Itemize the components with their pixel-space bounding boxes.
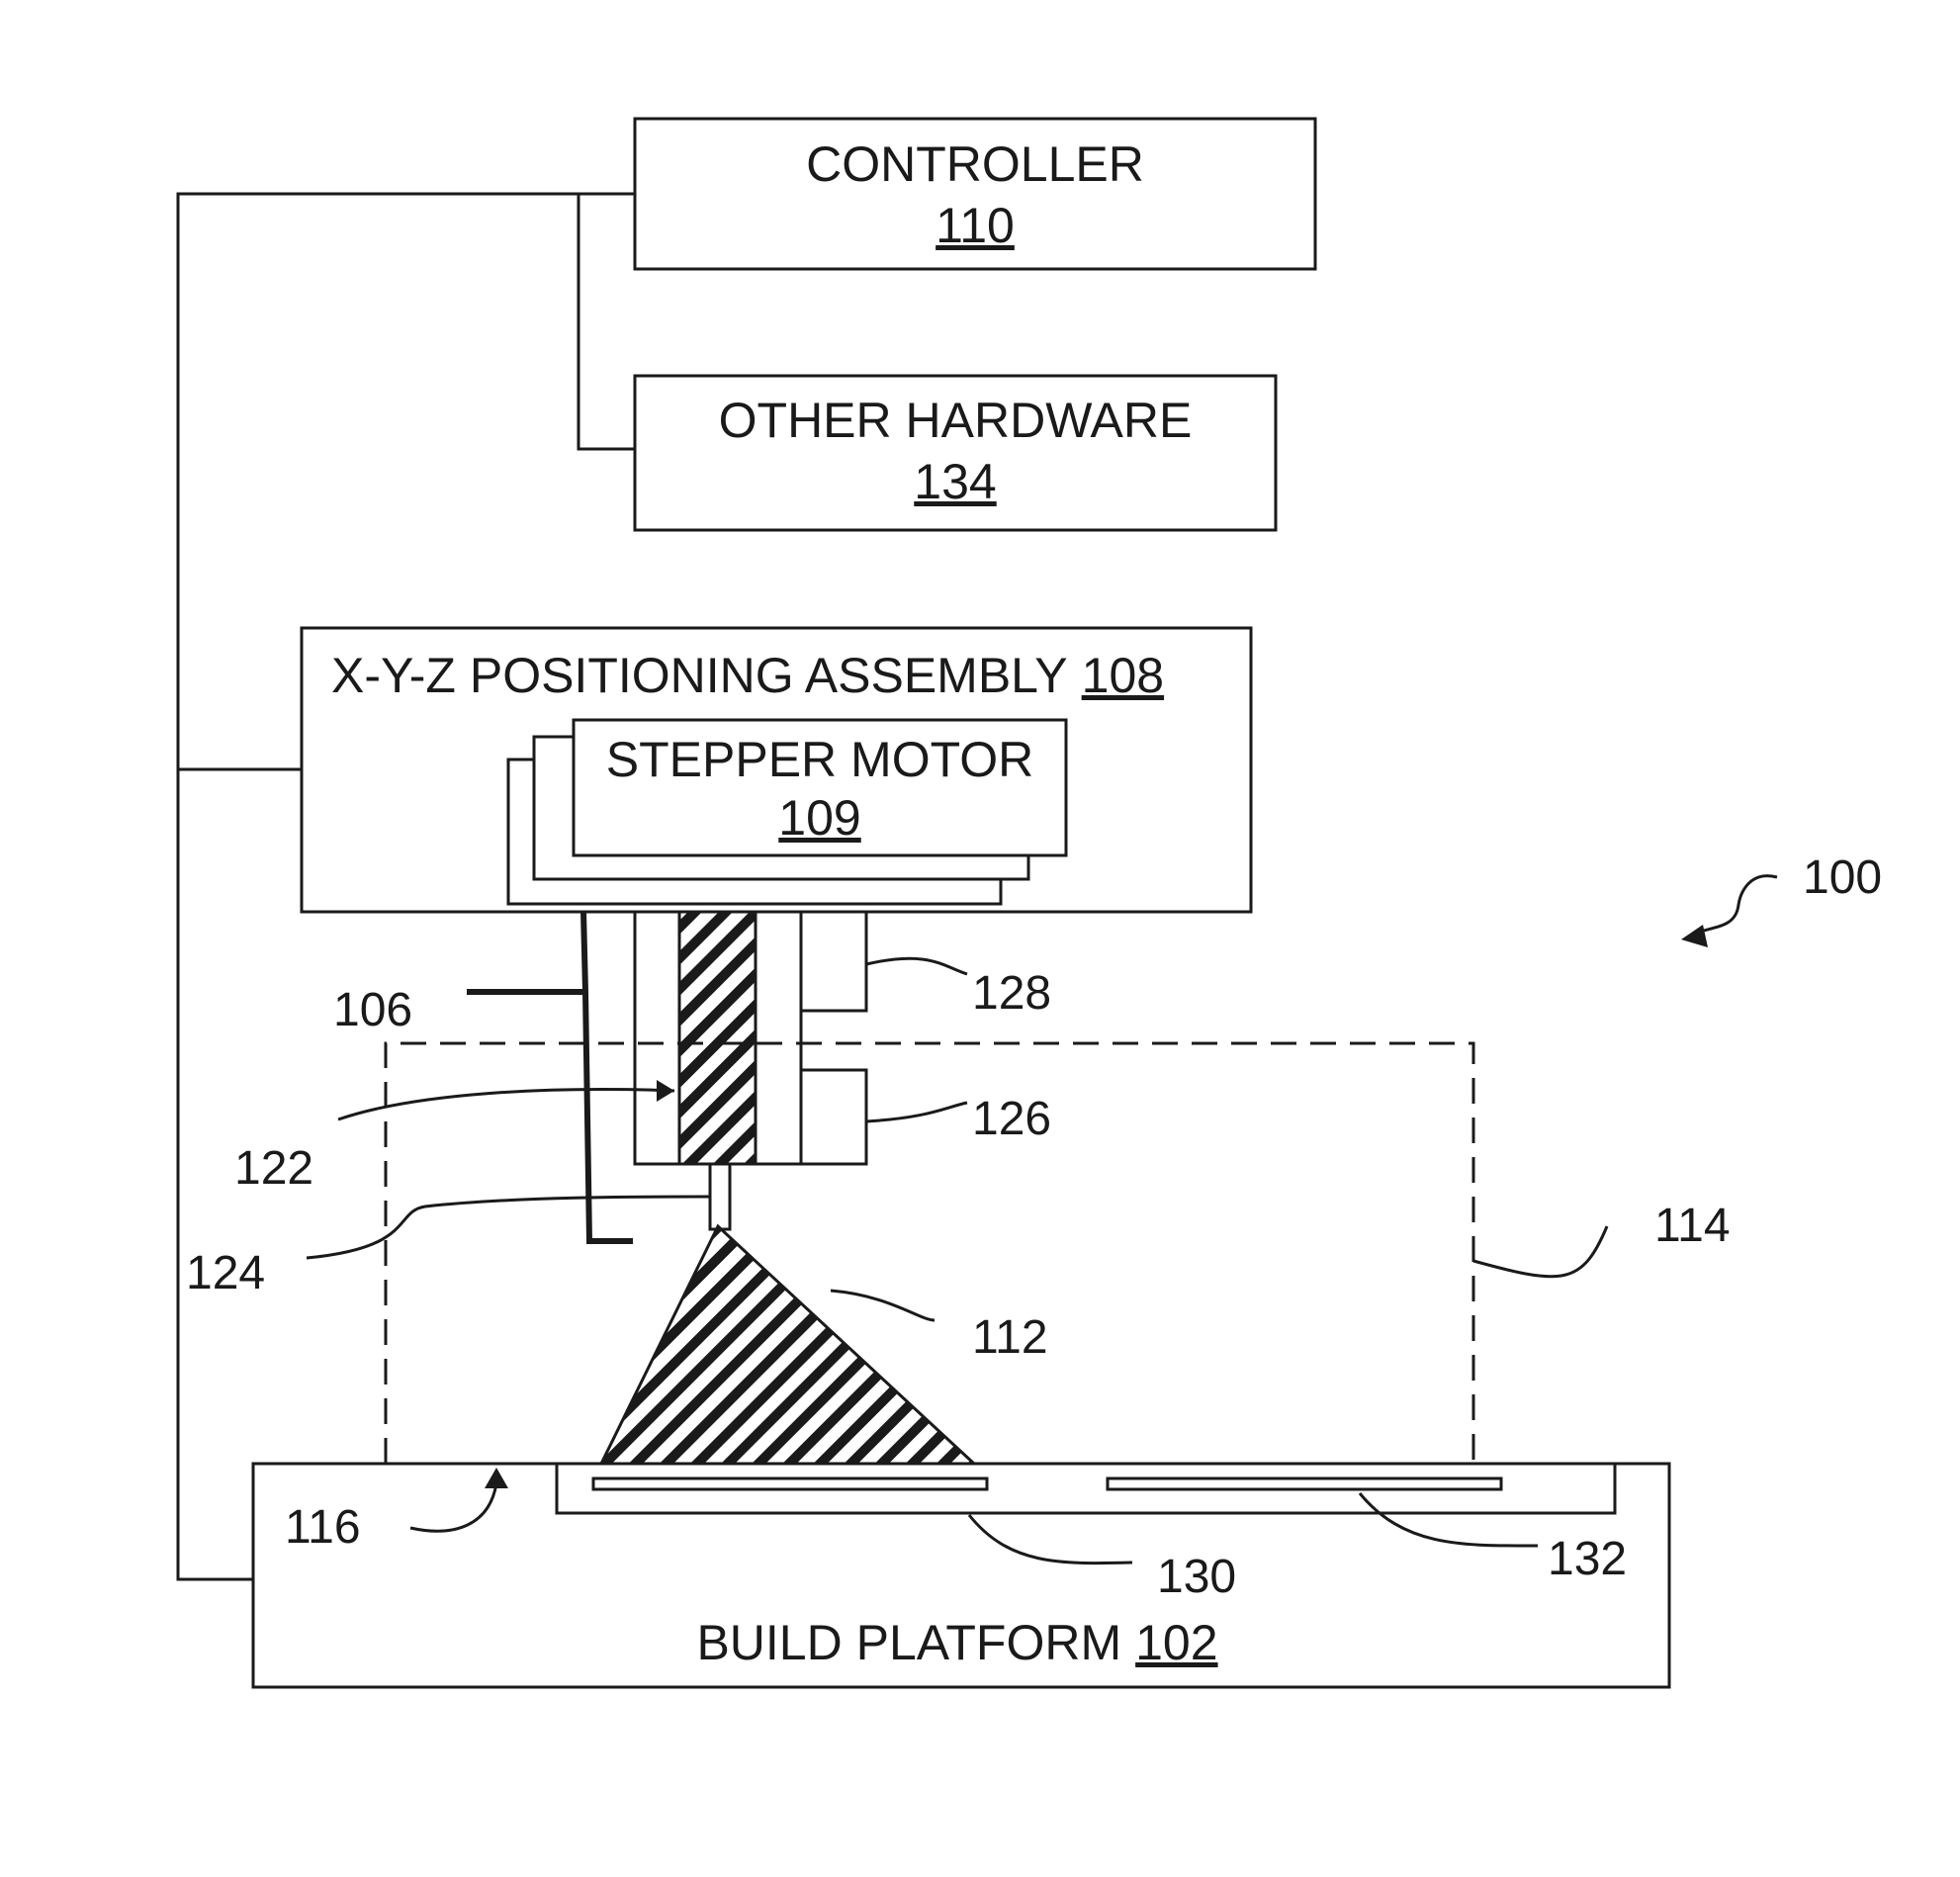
right-plate xyxy=(1108,1478,1501,1489)
other-hardware-ref: 134 xyxy=(914,454,996,509)
build-platform-title: BUILD PLATFORM 102 xyxy=(696,1615,1217,1670)
stepper-motor-label: STEPPER MOTOR xyxy=(606,732,1033,787)
ref-132: 132 xyxy=(1548,1533,1627,1585)
stepper-motor-ref: 109 xyxy=(778,790,860,846)
ref-112: 112 xyxy=(972,1311,1048,1364)
build-volume-boundary xyxy=(386,1043,1473,1464)
controller-block: CONTROLLER 110 xyxy=(635,119,1315,269)
print-head xyxy=(635,912,866,1229)
ref-126: 126 xyxy=(972,1093,1051,1145)
ref-124: 124 xyxy=(186,1247,265,1299)
ref-106: 106 xyxy=(333,984,412,1036)
bracket xyxy=(583,912,633,1241)
ref-114: 114 xyxy=(1654,1200,1731,1252)
ref-130: 130 xyxy=(1157,1551,1236,1603)
feedstock-filament xyxy=(679,912,756,1164)
build-platform-block: BUILD PLATFORM 102 xyxy=(253,1464,1669,1687)
ref-128: 128 xyxy=(972,967,1051,1020)
ref-100: 100 xyxy=(1803,851,1882,904)
controller-label: CONTROLLER xyxy=(806,136,1144,192)
build-platform-label: BUILD PLATFORM xyxy=(696,1615,1121,1670)
left-plate xyxy=(593,1478,987,1489)
positioning-assembly-label: X-Y-Z POSITIONING ASSEMBLY xyxy=(331,648,1068,703)
stepper-motor-stack: STEPPER MOTOR 109 xyxy=(508,720,1066,904)
upper-module xyxy=(801,912,866,1011)
lower-module xyxy=(801,1070,866,1164)
ref-122: 122 xyxy=(234,1142,313,1195)
other-hardware-block: OTHER HARDWARE 134 xyxy=(635,376,1276,530)
positioning-assembly-title: X-Y-Z POSITIONING ASSEMBLY 108 xyxy=(331,648,1164,703)
controller-ref: 110 xyxy=(935,198,1015,253)
printed-object xyxy=(601,1226,974,1464)
ref-116: 116 xyxy=(285,1501,361,1554)
nozzle xyxy=(710,1164,730,1229)
other-hardware-label: OTHER HARDWARE xyxy=(719,393,1193,448)
positioning-assembly-ref: 108 xyxy=(1082,648,1164,703)
build-platform-ref: 102 xyxy=(1135,1615,1217,1670)
